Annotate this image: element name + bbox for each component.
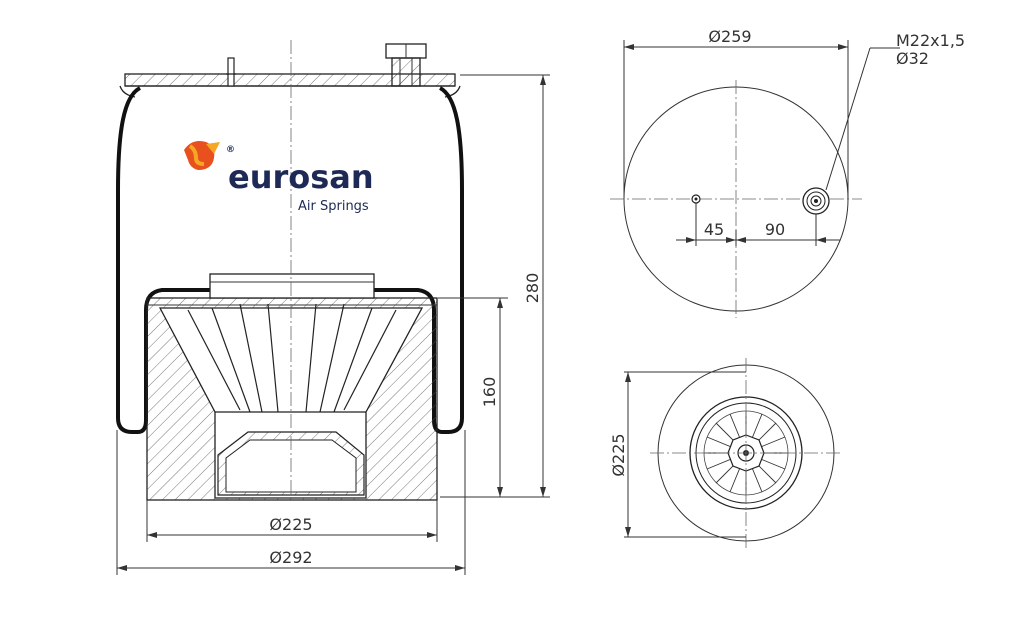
- dim-label-160: 160: [480, 377, 499, 408]
- registered-mark: ®: [226, 145, 235, 155]
- dim-label-292: Ø292: [269, 548, 312, 567]
- dim-label-90: 90: [765, 220, 785, 239]
- dim-label-45: 45: [704, 220, 724, 239]
- fitting-leader: M22x1,5 Ø32: [825, 31, 965, 191]
- fitting-top-icon: [802, 187, 830, 215]
- dim-offsets: 45 90: [676, 203, 840, 246]
- dim-top-diameter: Ø259: [623, 27, 849, 199]
- dim-bottom-diameter: Ø225: [609, 371, 746, 538]
- eurosan-mark-icon: [184, 141, 220, 170]
- dim-base-diameter: Ø225: [146, 500, 438, 542]
- side-view: ® eurosan Air Springs 280 160 Ø225: [116, 40, 550, 575]
- dim-label-259: Ø259: [708, 27, 751, 46]
- dim-label-225-side: Ø225: [269, 515, 312, 534]
- bottom-view: Ø225: [609, 358, 842, 548]
- dim-total-height: 280: [440, 74, 550, 498]
- air-fitting: [385, 43, 427, 87]
- brand-name: eurosan: [228, 158, 374, 196]
- dim-label-280: 280: [523, 273, 542, 304]
- top-plate: [119, 73, 461, 98]
- dim-bellow-diameter: Ø292: [116, 430, 466, 575]
- brand-tagline: Air Springs: [298, 199, 369, 214]
- eurosan-logo: ® eurosan Air Springs: [184, 141, 374, 214]
- stud-hole-icon: [691, 194, 701, 204]
- dim-label-thread: M22x1,5: [896, 31, 965, 50]
- top-view: Ø259 M22x1,5 Ø32 45 90: [610, 27, 965, 318]
- stud-pin: [226, 57, 236, 87]
- dim-label-225-bottom: Ø225: [609, 433, 628, 476]
- dim-label-fitting-dia: Ø32: [896, 49, 929, 68]
- dim-piston-height: 160: [438, 297, 508, 497]
- piston-section: [146, 273, 438, 501]
